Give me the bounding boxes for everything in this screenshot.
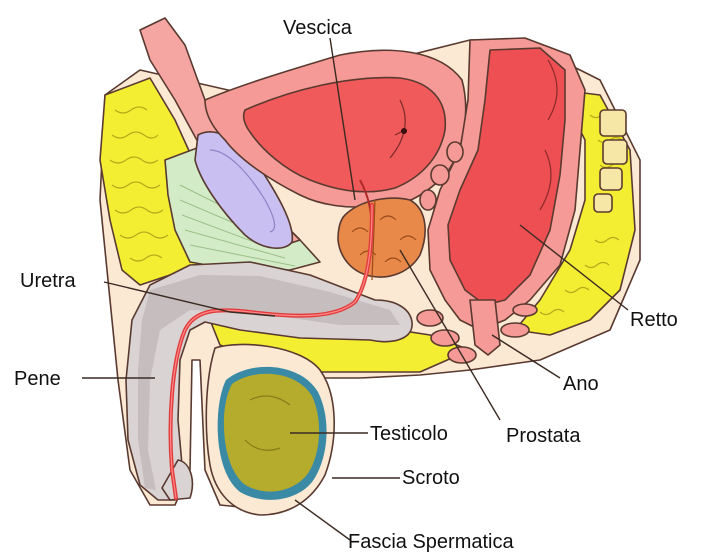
label-fascia-spermatica: Fascia Spermatica: [348, 531, 514, 553]
leader-fascia: [295, 500, 350, 540]
label-vescica: Vescica: [283, 17, 353, 39]
ureter-opening: [401, 128, 407, 134]
label-prostata: Prostata: [506, 425, 581, 447]
label-retto: Retto: [630, 309, 678, 331]
label-scroto: Scroto: [402, 467, 460, 489]
label-uretra: Uretra: [20, 270, 76, 292]
label-testicolo: Testicolo: [370, 423, 448, 445]
label-ano: Ano: [563, 373, 599, 395]
label-pene: Pene: [14, 368, 61, 390]
